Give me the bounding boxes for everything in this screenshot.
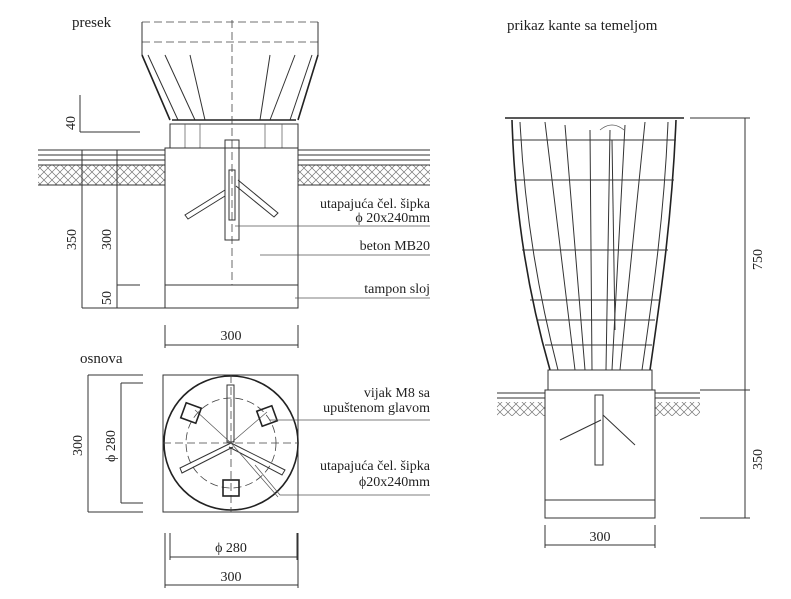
- svg-text:ϕ 20x240mm: ϕ 20x240mm: [355, 211, 430, 226]
- elevation-view: prikaz kante sa temeljom: [497, 18, 766, 548]
- plan-labels: vijak M8 sa upuštenom glavom utapajuća č…: [254, 386, 431, 496]
- plan-dim-280: ϕ 280: [104, 382, 143, 504]
- anchor-rod: [184, 139, 279, 241]
- rods-plan: [179, 384, 286, 498]
- svg-text:utapajuća čel. šipka: utapajuća čel. šipka: [320, 197, 431, 212]
- ground-right: [298, 149, 430, 186]
- svg-text:50: 50: [100, 291, 115, 305]
- dim-750: 750 350: [690, 117, 766, 519]
- plan-title: osnova: [80, 351, 123, 367]
- section-view: presek: [38, 15, 431, 348]
- svg-text:300: 300: [221, 329, 242, 344]
- dim-350: 350: [65, 150, 165, 309]
- gravel-layer-elevation: [544, 499, 656, 519]
- section-title: presek: [72, 15, 112, 31]
- dim-300-vertical: 300 50: [100, 150, 140, 308]
- section-labels: utapajuća čel. šipka ϕ 20x240mm beton MB…: [235, 197, 431, 299]
- svg-text:300: 300: [71, 435, 86, 456]
- svg-text:ϕ20x240mm: ϕ20x240mm: [359, 475, 430, 490]
- dim-300-horizontal: 300: [164, 325, 299, 348]
- svg-text:ϕ 280: ϕ 280: [215, 541, 247, 556]
- svg-text:tampon sloj: tampon sloj: [364, 282, 430, 297]
- ground-left: [38, 149, 165, 186]
- svg-text:300: 300: [100, 229, 115, 250]
- bolt-plates: [179, 401, 279, 497]
- svg-text:350: 350: [65, 229, 80, 250]
- anchor-rod-elevation: [559, 394, 636, 466]
- svg-text:40: 40: [64, 116, 79, 130]
- basket-lower: [141, 21, 319, 149]
- plan-view: osnova 300 ϕ 280 vija: [71, 351, 431, 588]
- ground-elevation: [497, 392, 700, 416]
- svg-text:300: 300: [590, 530, 611, 545]
- svg-text:300: 300: [221, 570, 242, 585]
- concrete-block-elevation: [544, 389, 656, 501]
- svg-text:upuštenom glavom: upuštenom glavom: [323, 401, 430, 416]
- plan-dim-300: 300: [71, 374, 143, 513]
- dim-40: 40: [64, 95, 140, 133]
- svg-text:750: 750: [751, 249, 766, 270]
- svg-text:ϕ 280: ϕ 280: [104, 430, 119, 462]
- svg-text:350: 350: [751, 449, 766, 470]
- gravel-layer: [164, 284, 299, 309]
- elevation-title: prikaz kante sa temeljom: [507, 18, 658, 34]
- svg-text:utapajuća čel. šipka: utapajuća čel. šipka: [320, 459, 431, 474]
- plan-dim-bottom-280: ϕ 280: [169, 533, 298, 560]
- svg-text:beton MB20: beton MB20: [360, 239, 430, 254]
- dim-300-elevation: 300: [544, 525, 656, 548]
- plan-dim-bottom-300: 300: [164, 533, 299, 588]
- svg-text:vijak M8 sa: vijak M8 sa: [364, 386, 431, 401]
- basket-elevation: [505, 117, 684, 391]
- concrete-block: [164, 147, 299, 286]
